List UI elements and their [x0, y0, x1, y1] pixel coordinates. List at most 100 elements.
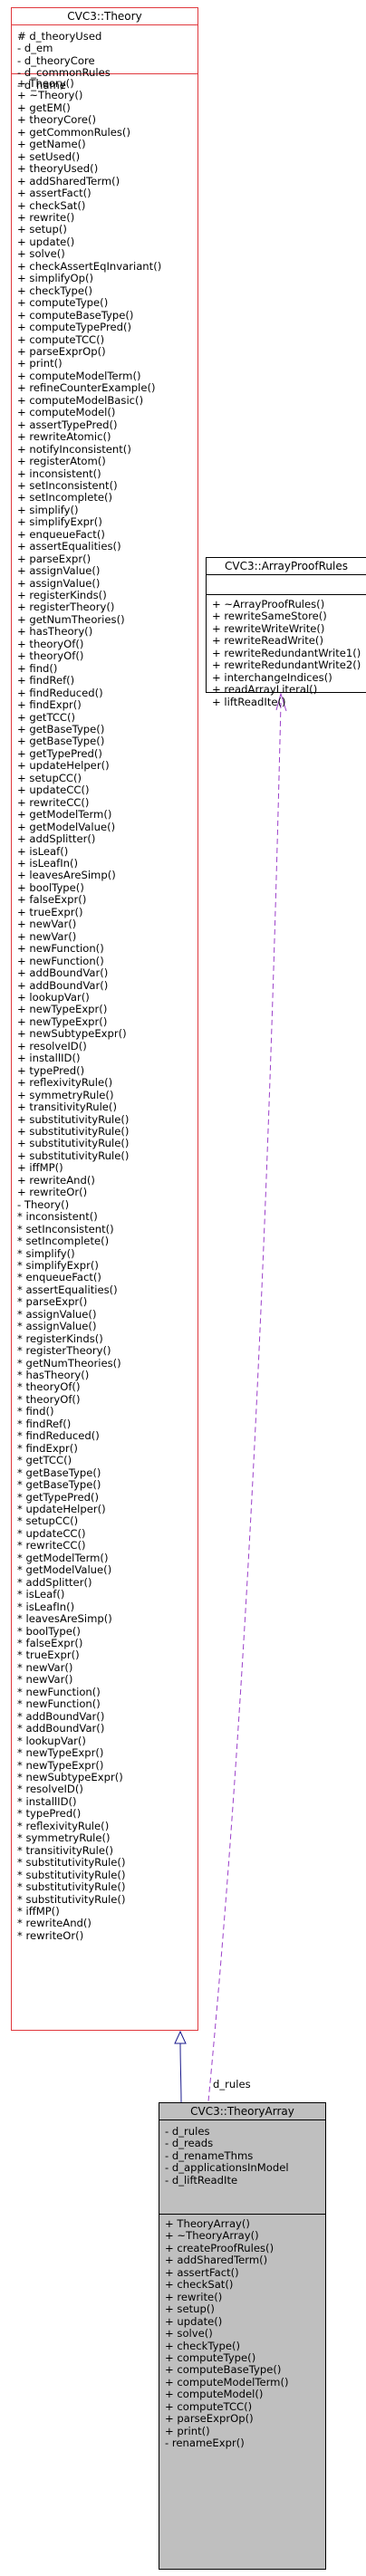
association-arrowhead [275, 692, 287, 712]
class-member: - d_reads [165, 2137, 214, 2150]
class-member: + readArrayLiteral() [212, 683, 318, 697]
class-member: + update() [17, 235, 75, 248]
class-member: + falseExpr() [17, 893, 87, 907]
class-member: + leavesAreSimp() [17, 869, 116, 882]
class-member: + theoryOf() [17, 637, 84, 650]
class-member: + assertTypePred() [17, 418, 118, 431]
class-member: + ~Theory() [17, 89, 83, 102]
class-arrayproofrules-name: CVC3::ArrayProofRules [207, 558, 366, 575]
class-member: + newVar() [17, 929, 77, 943]
class-member: + newVar() [17, 918, 77, 931]
class-member: + newTypeExpr() [17, 1014, 108, 1028]
class-member: * simplifyExpr() [17, 1258, 99, 1272]
class-member: + findExpr() [17, 698, 82, 712]
class-member: * addBoundVar() [17, 1709, 105, 1723]
class-member: + substitutivityRule() [17, 1112, 130, 1126]
class-member: * newSubtypeExpr() [17, 1770, 123, 1783]
class-member: * assignValue() [17, 1320, 97, 1333]
class-member: + update() [165, 2314, 223, 2328]
class-member: + reflexivityRule() [17, 1076, 113, 1090]
class-member: + newFunction() [17, 942, 104, 956]
class-member: * installID() [17, 1794, 77, 1808]
class-member: + computeBaseType() [17, 308, 134, 322]
class-member: * newTypeExpr() [17, 1746, 104, 1760]
class-member: + setInconsistent() [17, 478, 118, 492]
class-member: + print() [165, 2424, 210, 2437]
class-member: * isLeaf() [17, 1588, 65, 1601]
class-member: * lookupVar() [17, 1734, 86, 1747]
class-member: * findReduced() [17, 1429, 100, 1443]
class-member: * getNumTheories() [17, 1356, 121, 1370]
class-member: * setIncomplete() [17, 1235, 110, 1248]
class-member: + createProofRules() [165, 2241, 274, 2254]
class-member: - d_em [17, 42, 53, 55]
class-theory: CVC3::Theory # d_theoryUsed- d_em- d_the… [11, 7, 198, 2031]
class-member: + lookupVar() [17, 990, 90, 1004]
class-member: + checkType() [165, 2339, 241, 2352]
class-theory-attributes: # d_theoryUsed- d_em- d_theoryCore- d_co… [12, 25, 197, 91]
class-member: + registerKinds() [17, 589, 107, 602]
class-member: + rewriteRedundantWrite1() [212, 646, 361, 659]
class-member: + addSplitter() [17, 832, 96, 846]
class-member: + substitutivityRule() [17, 1124, 130, 1138]
edge-label-d-rules: d_rules [213, 2078, 251, 2091]
class-member: - d_rules [165, 2125, 210, 2138]
class-member: - d_name [17, 78, 66, 91]
class-member: * resolveID() [17, 1783, 83, 1796]
class-theoryarray-name: CVC3::TheoryArray [159, 2103, 325, 2120]
inheritance-edge [179, 2041, 182, 2103]
class-member: + computeModel() [165, 2388, 264, 2401]
class-member: + findRef() [17, 674, 75, 687]
class-member: + find() [17, 661, 58, 675]
class-member: + updateCC() [17, 783, 90, 797]
class-member: * inconsistent() [17, 1210, 98, 1224]
class-member: + rewriteRedundantWrite2() [212, 658, 361, 672]
class-member: * find() [17, 1405, 54, 1418]
class-member: + simplifyOp() [17, 272, 94, 285]
class-member: + findReduced() [17, 686, 103, 699]
class-member: * iffMP() [17, 1904, 60, 1918]
class-member: + parseExprOp() [165, 2412, 254, 2426]
class-member: + trueExpr() [17, 905, 83, 918]
class-member: - d_liftReadIte [165, 2173, 238, 2187]
class-member: + checkSat() [17, 198, 86, 212]
class-member: + updateHelper() [17, 759, 110, 773]
class-member: + computeBaseType() [165, 2363, 282, 2377]
class-member: * transitivityRule() [17, 1843, 114, 1857]
class-member: + rewriteCC() [17, 795, 90, 809]
class-member: * substitutivityRule() [17, 1868, 126, 1881]
class-member: + rewrite() [17, 210, 75, 224]
class-member: + theoryOf() [17, 649, 84, 663]
class-member: * boolType() [17, 1624, 81, 1638]
class-member: + setup() [165, 2302, 215, 2316]
class-member: + getTypePred() [17, 746, 102, 760]
class-member: + rewriteOr() [17, 1186, 88, 1199]
class-member: + ~TheoryArray() [165, 2229, 259, 2243]
class-member: + newFunction() [17, 954, 104, 967]
class-arrayproofrules-operations: + ~ArrayProofRules()+ rewriteSameStore()… [207, 595, 366, 712]
class-member: * newVar() [17, 1673, 73, 1687]
class-member: + Theory() [17, 77, 74, 90]
class-theory-name: CVC3::Theory [12, 8, 197, 25]
class-member: + registerTheory() [17, 601, 115, 614]
class-member: - d_commonRules [17, 66, 111, 80]
class-member: + inconsistent() [17, 466, 101, 480]
class-member: + typePred() [17, 1063, 85, 1077]
class-member: + checkType() [17, 284, 93, 297]
class-member: * substitutivityRule() [17, 1880, 126, 1894]
class-member: * findRef() [17, 1417, 72, 1430]
class-member: * addSplitter() [17, 1575, 92, 1589]
class-member: * getTCC() [17, 1454, 72, 1467]
class-member: + simplify() [17, 503, 79, 516]
class-member: + getEM() [17, 101, 71, 114]
class-member: + print() [17, 357, 63, 370]
class-member: * getTypePred() [17, 1490, 99, 1504]
class-member: + liftReadIte() [212, 695, 286, 708]
class-member: + boolType() [17, 880, 84, 894]
class-member: + assignValue() [17, 564, 101, 578]
class-member: + computeTypePred() [17, 321, 132, 334]
class-member: + rewriteReadWrite() [212, 634, 323, 648]
class-member: * getModelValue() [17, 1563, 112, 1577]
class-member: + transitivityRule() [17, 1101, 117, 1114]
